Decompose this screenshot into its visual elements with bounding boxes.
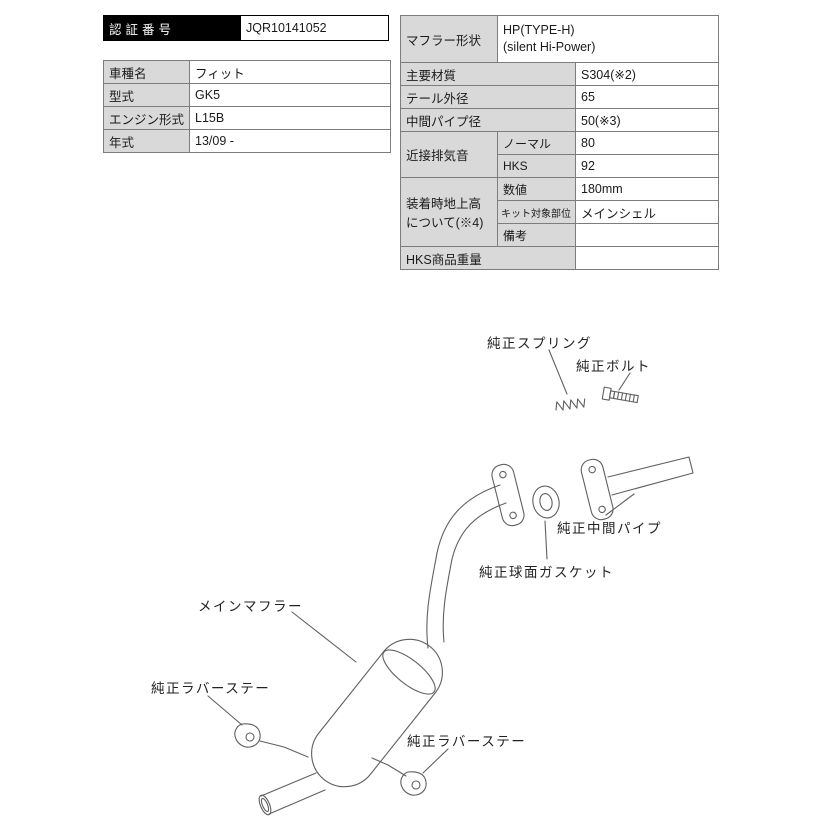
- muffler-shape-value-line2: (silent Hi-Power): [503, 40, 596, 54]
- cert-number-label: 認証番号: [103, 15, 241, 41]
- tail-diameter-value: 65: [575, 85, 719, 109]
- table-row: テール外径 65: [400, 85, 719, 109]
- engine-type-label: エンジン形式: [102, 106, 191, 130]
- remarks-value: [575, 223, 719, 247]
- tail-diameter-label: テール外径: [400, 85, 576, 109]
- mid-pipe-diameter-value: 50(※3): [575, 108, 719, 132]
- table-row: HKS 92: [401, 154, 719, 178]
- main-muffler-label: メインマフラー: [198, 599, 303, 614]
- muffler-leader-line: [291, 611, 357, 663]
- noise-normal-label: ノーマル: [497, 131, 576, 155]
- kit-target-value: メインシェル: [575, 200, 719, 224]
- main-muffler-part: [311, 638, 443, 788]
- mid-pipe-diameter-label: 中間パイプ径: [400, 108, 576, 132]
- vehicle-name-label: 車種名: [102, 60, 191, 84]
- noise-hks-label: HKS: [497, 154, 576, 178]
- table-row: HKS商品重量: [400, 246, 719, 270]
- ground-clearance-label-line1: 装着時地上高: [406, 197, 482, 211]
- table-row: 備考: [401, 223, 719, 247]
- table-row: 中間パイプ径 50(※3): [400, 108, 719, 132]
- flange-left: [491, 463, 525, 527]
- ground-clearance-label: 装着時地上高 について(※4): [400, 177, 498, 247]
- muffler-shape-label: マフラー形状: [400, 15, 498, 63]
- product-weight-value: [575, 246, 719, 270]
- spring-label: 純正スプリング: [487, 336, 592, 351]
- table-row: エンジン形式 L15B: [102, 106, 392, 130]
- product-weight-label: HKS商品重量: [400, 246, 576, 270]
- bolt-leader-line: [618, 372, 631, 391]
- muffler-shape-value-line1: HP(TYPE-H): [503, 23, 575, 37]
- flange-right: [580, 458, 614, 521]
- table-row: マフラー形状 HP(TYPE-H) (silent Hi-Power): [400, 15, 719, 63]
- noise-normal-value: 80: [575, 131, 719, 155]
- rubber-stay-rear-label: 純正ラバーステー: [407, 734, 527, 749]
- model-code-value: GK5: [189, 83, 392, 107]
- spec-table: マフラー形状 HP(TYPE-H) (silent Hi-Power) 主要材質…: [400, 15, 719, 270]
- table-row: 認証番号 JQR10141052: [103, 15, 389, 41]
- model-year-value: 13/09 -: [189, 129, 392, 153]
- engine-type-value: L15B: [189, 106, 392, 130]
- muffler-shape-value: HP(TYPE-H) (silent Hi-Power): [497, 15, 719, 63]
- stay-front-leader-line: [207, 695, 243, 726]
- bolt-label: 純正ボルト: [576, 359, 651, 374]
- material-value: S304(※2): [575, 62, 719, 86]
- mid-pipe-leader-line: [605, 493, 635, 516]
- gasket-leader-line: [544, 520, 548, 560]
- intermediate-pipe-part: [607, 456, 694, 496]
- rubber-stay-front-part: [234, 723, 309, 758]
- table-row: 車種名 フィット: [102, 60, 392, 84]
- certification-table: 認証番号 JQR10141052: [103, 15, 389, 41]
- table-row: 型式 GK5: [102, 83, 392, 107]
- spherical-gasket-part: [532, 485, 560, 519]
- rubber-stay-front-label: 純正ラバーステー: [151, 681, 271, 696]
- noise-hks-value: 92: [575, 154, 719, 178]
- downpipe: [426, 484, 507, 649]
- leader-lines: [207, 349, 635, 774]
- table-row: 主要材質 S304(※2): [400, 62, 719, 86]
- table-row: 装着時地上高 について(※4) 数値 180mm: [400, 177, 719, 247]
- spring-leader-line: [548, 349, 568, 395]
- vehicle-table: 車種名 フィット 型式 GK5 エンジン形式 L15B 年式 13/09 -: [102, 60, 392, 153]
- spring-coil: [555, 398, 586, 411]
- bolt-part: [601, 386, 639, 404]
- rubber-stay-rear-part: [371, 757, 427, 796]
- model-code-label: 型式: [102, 83, 191, 107]
- tail-pipe: [258, 772, 326, 816]
- stay-rear-leader-line: [422, 748, 449, 774]
- mid-pipe-label: 純正中間パイプ: [557, 521, 662, 536]
- model-year-label: 年式: [102, 129, 191, 153]
- vehicle-name-value: フィット: [189, 60, 392, 84]
- gasket-label: 純正球面ガスケット: [479, 565, 614, 580]
- table-row: 年式 13/09 -: [102, 129, 392, 153]
- cert-number-value: JQR10141052: [240, 15, 389, 41]
- material-label: 主要材質: [400, 62, 576, 86]
- ground-clearance-label-line2: について(※4): [406, 216, 484, 230]
- spring-part: [555, 398, 586, 411]
